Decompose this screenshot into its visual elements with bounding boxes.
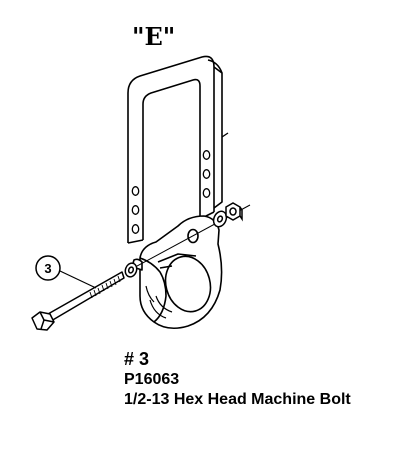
hex-head-bolt [31,271,125,331]
bracket-holes-right [202,150,211,198]
callout-number: 3 [44,261,51,276]
legend-description: 1/2-13 Hex Head Machine Bolt [124,391,351,408]
lock-washer [124,262,138,278]
legend-part-number: P16063 [124,371,180,388]
view-label: "E" [132,22,176,51]
callout-bubble: 3 [35,255,97,289]
hex-nut [225,202,243,222]
bracket-holes-left [131,186,140,234]
legend-item-number: # 3 [124,349,150,369]
u-bracket [127,55,223,244]
part-legend: # 3 P16063 1/2-13 Hex Head Machine Bolt [124,348,351,410]
washer [212,210,228,228]
clamp-body [132,215,223,330]
